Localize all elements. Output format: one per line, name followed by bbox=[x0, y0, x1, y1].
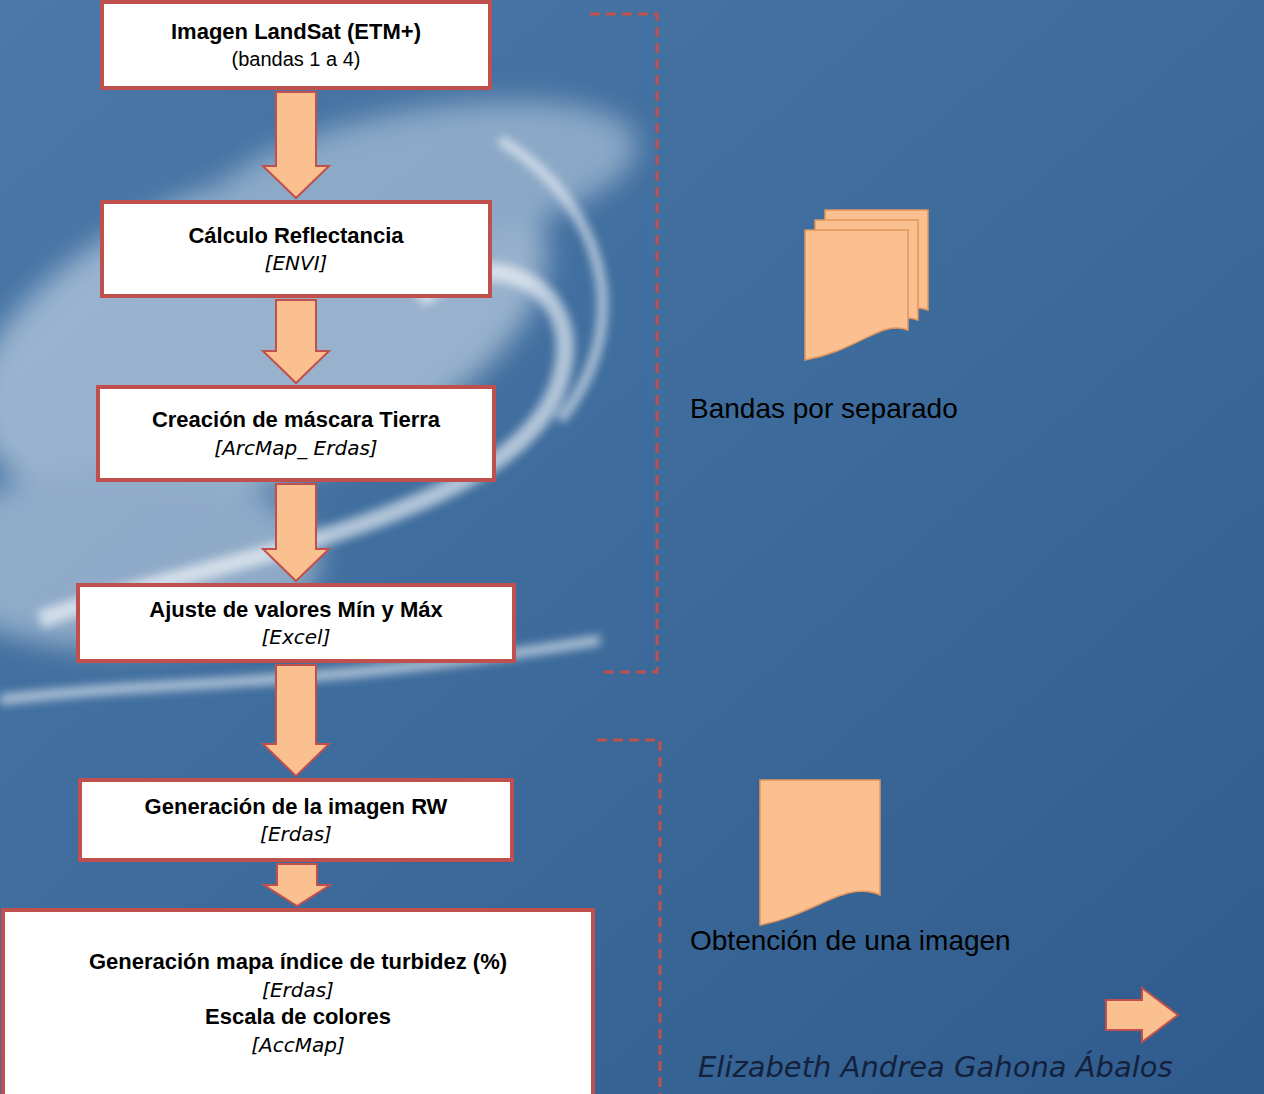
group-bracket bbox=[597, 740, 660, 1094]
document-icon bbox=[760, 780, 880, 925]
next-arrow bbox=[1106, 988, 1178, 1042]
process-box: Generación de la imagen RW[Erdas] bbox=[78, 778, 514, 862]
step-title: Creación de máscara Tierra bbox=[152, 406, 440, 435]
flow-arrow bbox=[264, 864, 330, 906]
step-title: Generación mapa índice de turbidez (%) bbox=[89, 948, 507, 977]
step-title: Imagen LandSat (ETM+) bbox=[171, 18, 421, 47]
step-detail: [Erdas] bbox=[262, 977, 334, 1003]
step-detail: [Excel] bbox=[262, 624, 331, 650]
step-detail: [Erdas] bbox=[260, 821, 332, 847]
document-stack-icon bbox=[805, 210, 928, 360]
output-note: Bandas por separado bbox=[690, 393, 958, 425]
author-name: Elizabeth Andrea Gahona Ábalos bbox=[698, 1050, 1173, 1084]
step-detail: [AccMap] bbox=[251, 1032, 345, 1058]
step-detail: (bandas 1 a 4) bbox=[232, 46, 361, 72]
process-box: Generación mapa índice de turbidez (%)[E… bbox=[1, 908, 595, 1094]
step-title: Ajuste de valores Mín y Máx bbox=[149, 596, 442, 625]
flow-arrow bbox=[263, 484, 329, 581]
step-title: Generación de la imagen RW bbox=[145, 793, 448, 822]
cloud-bands bbox=[0, 140, 603, 700]
process-box: Imagen LandSat (ETM+)(bandas 1 a 4) bbox=[100, 0, 492, 90]
flow-arrow bbox=[263, 300, 329, 383]
group-bracket bbox=[590, 14, 657, 672]
step-title: Cálculo Reflectancia bbox=[188, 222, 403, 251]
process-box: Creación de máscara Tierra[ArcMap_ Erdas… bbox=[96, 385, 496, 482]
flow-arrow bbox=[263, 665, 329, 776]
flow-arrow bbox=[263, 92, 329, 198]
step-detail: Escala de colores bbox=[205, 1003, 391, 1032]
process-box: Ajuste de valores Mín y Máx[Excel] bbox=[76, 583, 516, 663]
step-detail: [ENVI] bbox=[265, 250, 328, 276]
process-box: Cálculo Reflectancia[ENVI] bbox=[100, 200, 492, 298]
cloud-swirl bbox=[0, 73, 649, 650]
output-note: Obtención de una imagen bbox=[690, 925, 1011, 957]
step-detail: [ArcMap_ Erdas] bbox=[214, 435, 377, 461]
